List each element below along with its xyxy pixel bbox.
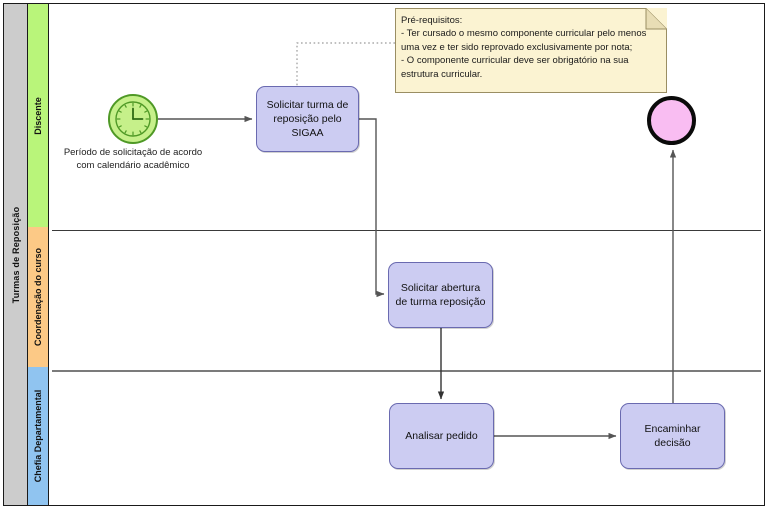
task-label: Encaminhar decisão: [644, 422, 701, 449]
start-event-label-line-2: com calendário acadêmico: [76, 159, 190, 171]
lane-label-coordenacao: Coordenação do curso: [33, 247, 43, 347]
task-label: Solicitar turma de reposição pelo SIGAA: [266, 98, 349, 140]
task-solicitar-turma-de-reposicao-pelo-sigaa[interactable]: Solicitar turma de reposição pelo SIGAA: [256, 86, 359, 152]
pool-title: Turmas de Reposição: [10, 206, 21, 303]
note-shape-icon: [395, 8, 667, 93]
task-label: Analisar pedido: [405, 429, 478, 442]
pool-header: Turmas de Reposição: [4, 4, 28, 505]
task-analisar-pedido[interactable]: Analisar pedido: [389, 403, 494, 469]
task-label: Solicitar abertura de turma reposição: [395, 281, 486, 308]
start-event-label-line-1: Período de solicitação de acordo: [63, 147, 203, 158]
task-encaminhar-decisao[interactable]: Encaminhar decisão: [620, 403, 725, 469]
lane-divider-1: [52, 230, 761, 231]
lane-header-coordenacao: Coordenação do curso: [28, 227, 49, 367]
timer-start-event[interactable]: [108, 94, 158, 144]
note-text: Pré-requisitos: - Ter cursado o mesmo co…: [401, 15, 647, 80]
lane-header-chefia: Chefia Departamental: [28, 367, 49, 505]
start-event-label: Período de solicitação de acordo com cal…: [64, 147, 202, 173]
note-pre-requisitos[interactable]: Pré-requisitos: - Ter cursado o mesmo co…: [395, 8, 667, 93]
lane-divider-2: [52, 370, 761, 372]
clock-icon: [115, 101, 151, 137]
end-event[interactable]: [647, 96, 696, 145]
lane-label-discente: Discente: [33, 96, 43, 135]
lane-label-chefia: Chefia Departamental: [33, 389, 43, 483]
lane-header-discente: Discente: [28, 4, 49, 227]
task-solicitar-abertura-de-turma-reposicao[interactable]: Solicitar abertura de turma reposição: [388, 262, 493, 328]
